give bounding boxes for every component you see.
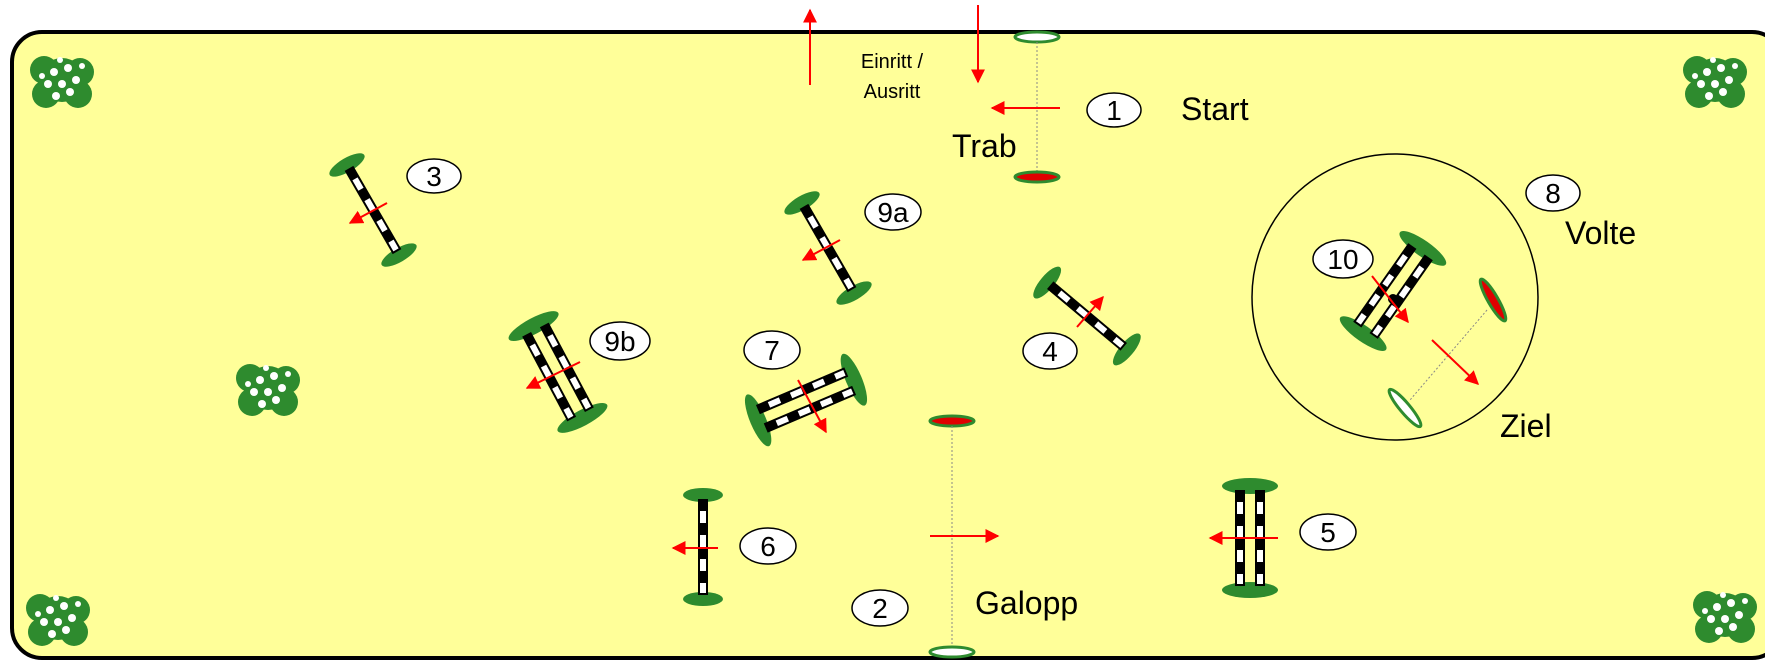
marker-10-label: 10 <box>1327 244 1358 275</box>
direction-arrow <box>525 361 581 389</box>
entry-label-2: Ausritt <box>864 81 921 103</box>
marker-9b <box>589 321 651 361</box>
marker-8-label: 8 <box>1545 178 1561 209</box>
galopp-line <box>928 414 1000 659</box>
marker-2-label: 2 <box>872 593 888 624</box>
bush-icon <box>1683 56 1747 108</box>
direction-arrow <box>348 202 388 224</box>
marker-5-label: 5 <box>1320 517 1336 548</box>
marker-10 <box>1312 239 1374 279</box>
marker-3 <box>406 158 462 194</box>
marker-4-label: 4 <box>1042 336 1058 367</box>
marker-5 <box>1299 513 1357 551</box>
direction-arrow <box>1371 275 1409 324</box>
direction-arrow <box>1076 295 1104 328</box>
marker-9b-label: 9b <box>604 326 635 357</box>
entry-label-1: Einritt / <box>861 51 924 73</box>
marker-7-label: 7 <box>764 335 780 366</box>
marker-4 <box>1022 332 1078 370</box>
marker-1 <box>1086 92 1142 128</box>
arena <box>10 30 1765 660</box>
marker-2 <box>851 589 909 627</box>
galopp-label: Galopp <box>975 585 1078 621</box>
marker-9a <box>864 193 922 231</box>
direction-arrow <box>797 379 827 434</box>
bush-icon <box>236 364 300 416</box>
start-line <box>990 30 1061 184</box>
marker-7 <box>743 330 801 370</box>
trab-label: Trab <box>952 128 1017 164</box>
ziel-label: Ziel <box>1500 408 1552 444</box>
direction-arrow <box>801 239 841 261</box>
marker-6 <box>739 527 797 565</box>
marker-8 <box>1525 174 1581 212</box>
marker-9a-label: 9a <box>877 197 909 228</box>
finish-line <box>1387 277 1508 429</box>
marker-6-label: 6 <box>760 531 776 562</box>
volte-label: Volte <box>1565 215 1636 251</box>
start-label: Start <box>1181 91 1249 127</box>
bush-icon <box>1693 591 1757 643</box>
bush-icon <box>30 56 94 108</box>
marker-3-label: 3 <box>426 161 442 192</box>
marker-1-label: 1 <box>1106 95 1122 126</box>
bush-icon <box>26 594 90 646</box>
volte-circle <box>1251 153 1539 441</box>
center-dot <box>1388 294 1398 304</box>
